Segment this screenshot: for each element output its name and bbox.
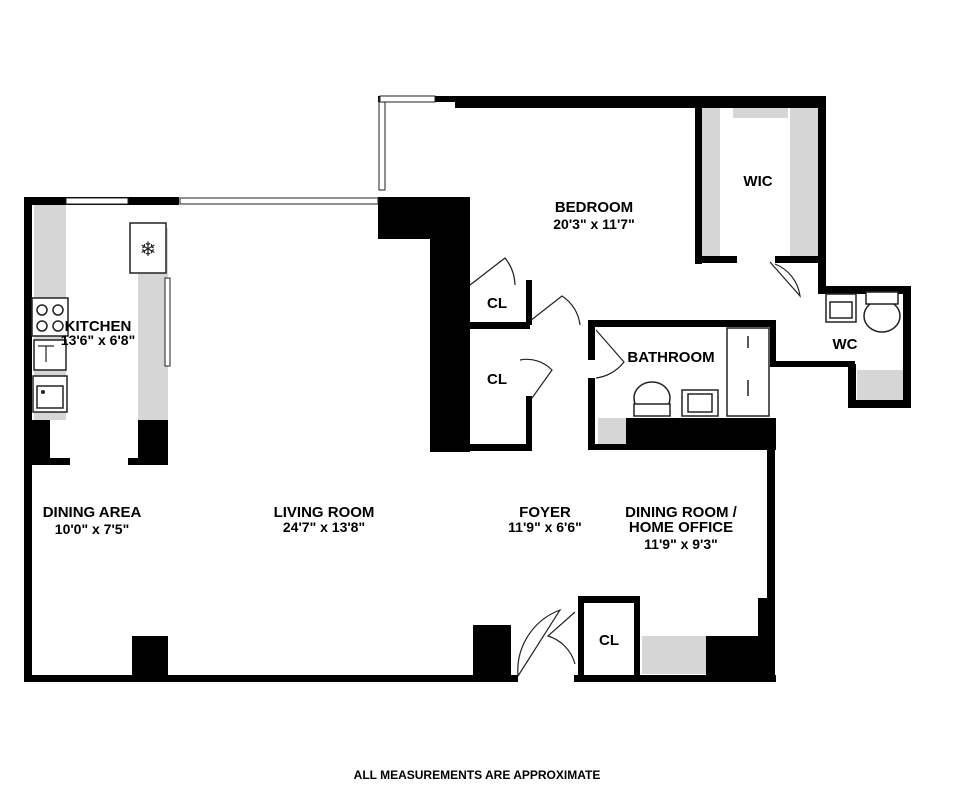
snowflake-icon: ❄ xyxy=(140,237,157,261)
dining-area-dims: 10'0" x 7'5" xyxy=(55,521,129,537)
living-room-dims: 24'7" x 13'8" xyxy=(283,519,365,535)
closet-label-top: CL xyxy=(487,295,507,312)
wic-shelf-right xyxy=(790,108,818,256)
closet-label-mid: CL xyxy=(487,371,507,388)
foyer-label: FOYER xyxy=(519,504,571,521)
wc-label: WC xyxy=(833,336,858,353)
wc-sink xyxy=(825,293,857,323)
disclaimer-note: ALL MEASUREMENTS ARE APPROXIMATE xyxy=(354,768,601,782)
window-kitchen xyxy=(65,197,129,205)
wc-counter xyxy=(857,370,905,402)
dishwasher xyxy=(33,339,67,371)
living-room-label: LIVING ROOM xyxy=(274,504,375,521)
wic-label: WIC xyxy=(743,173,772,190)
closet-label-foyer: CL xyxy=(599,632,619,649)
wic-shelf-left xyxy=(702,108,720,256)
windows xyxy=(65,95,436,367)
dining-room-counter xyxy=(642,636,706,674)
sink-icon xyxy=(32,375,68,413)
dining-room-label-2: HOME OFFICE xyxy=(629,519,733,536)
window-bedroom-side xyxy=(378,97,386,191)
bathtub-icon xyxy=(726,327,770,417)
kitchen-label: KITCHEN xyxy=(65,318,132,335)
bedroom-dims: 20'3" x 11'7" xyxy=(553,216,634,232)
window-bedroom-top xyxy=(379,95,436,103)
dining-area-label: DINING AREA xyxy=(43,504,142,521)
toilet-icon xyxy=(633,381,671,417)
stove-icon xyxy=(31,297,69,337)
foyer-dims: 11'9" x 6'6" xyxy=(508,519,582,535)
bathroom-sink xyxy=(681,389,719,417)
kitchen-pass-through xyxy=(164,277,171,367)
wc-toilet xyxy=(863,291,901,333)
kitchen-dims: 13'6" x 6'8" xyxy=(61,332,135,348)
fridge: ❄ xyxy=(129,222,167,274)
door-swing-icon xyxy=(469,257,801,677)
window-living xyxy=(179,197,379,205)
bathroom-counter xyxy=(598,418,626,444)
bedroom-label: BEDROOM xyxy=(555,199,633,216)
dining-room-dims: 11'9" x 9'3" xyxy=(644,536,718,552)
dining-room-label-1: DINING ROOM / xyxy=(625,504,737,521)
bathroom-label: BATHROOM xyxy=(627,349,714,366)
